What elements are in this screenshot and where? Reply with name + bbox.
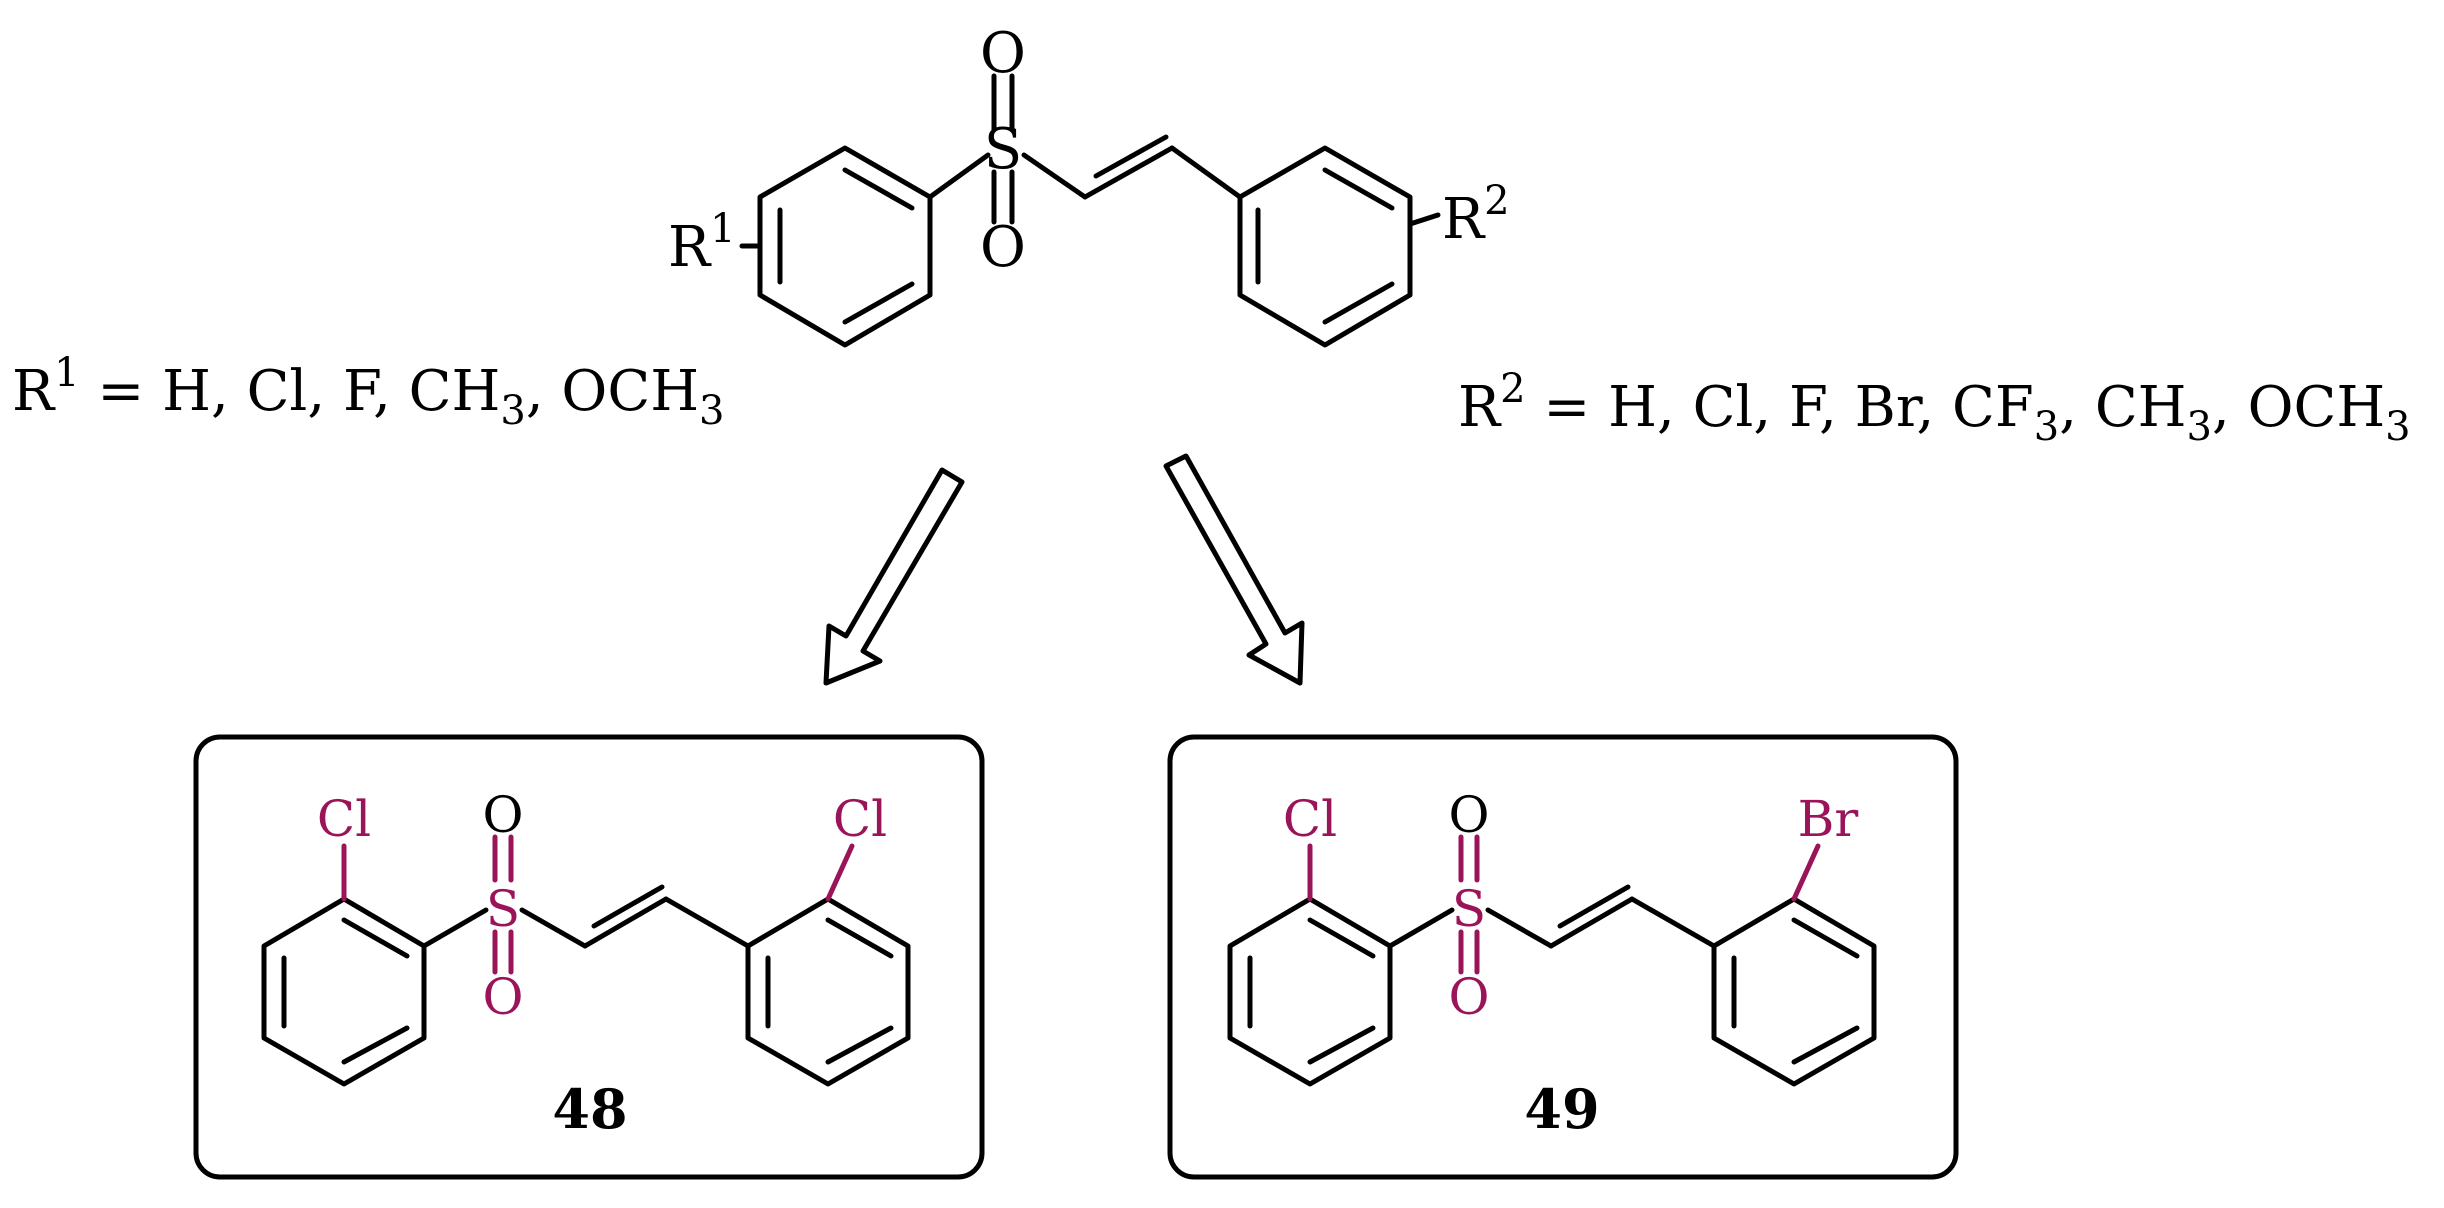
compound-49-oxygen-bottom: O [1449, 968, 1490, 1026]
compound-48-right-c-cl-bond [825, 843, 855, 902]
r2-definition: R2 = H, Cl, F, Br, CF3, CH3, OCH3 [1458, 366, 2411, 450]
compound-49-right-bromine: Br [1798, 790, 1859, 848]
compound-48-right-benzene-ring [745, 896, 911, 1087]
general-left-benzene-ring [757, 145, 933, 348]
general-sulfur: S [984, 117, 1022, 182]
compound-48-frame [193, 734, 985, 1180]
general-vinyl-linker [1021, 134, 1243, 200]
general-ring-s-bond [927, 152, 991, 200]
general-oxygen-top: O [980, 21, 1026, 86]
compound-48-ring-s-bond [421, 907, 489, 949]
compound-49-sulfur: S [1452, 880, 1486, 938]
compound-49-left-chlorine: Cl [1283, 790, 1337, 848]
compound-49-right-benzene-ring [1711, 896, 1877, 1087]
compound-48-sulfur: S [486, 880, 520, 938]
general-oxygen-bottom: O [980, 215, 1026, 280]
compound-48: Cl O S O Cl 48 [193, 734, 985, 1180]
compound-49-vinyl-linker [1485, 884, 1717, 949]
compound-49-number: 49 [1524, 1077, 1599, 1141]
arrow-to-compound-48 [823, 467, 965, 686]
compound-49-oxygen-top: O [1449, 786, 1490, 844]
compound-48-number: 48 [552, 1077, 627, 1141]
compound-48-oxygen-top: O [483, 786, 524, 844]
arrow-to-compound-49 [1163, 453, 1305, 686]
compound-48-left-chlorine: Cl [317, 790, 371, 848]
compound-49-left-benzene-ring [1227, 896, 1393, 1087]
compound-48-vinyl-linker [519, 884, 751, 949]
compound-49: Cl O S O Br 49 [1167, 734, 1959, 1180]
compound-48-left-benzene-ring [261, 896, 427, 1087]
compound-48-oxygen-bottom: O [483, 968, 524, 1026]
r1-definition: R1 = H, Cl, F, CH3, OCH3 [12, 350, 724, 434]
general-r1-label: R1 [668, 206, 736, 280]
general-structure: O S O R1 R2 [668, 21, 1510, 348]
general-right-benzene-ring [1237, 145, 1413, 348]
general-r2-label: R2 [1442, 178, 1510, 252]
compound-49-ring-s-bond [1387, 907, 1455, 949]
compound-49-right-c-br-bond [1791, 843, 1821, 902]
compound-48-right-chlorine: Cl [833, 790, 887, 848]
compound-49-frame [1167, 734, 1959, 1180]
general-r2-bond [1407, 212, 1441, 227]
